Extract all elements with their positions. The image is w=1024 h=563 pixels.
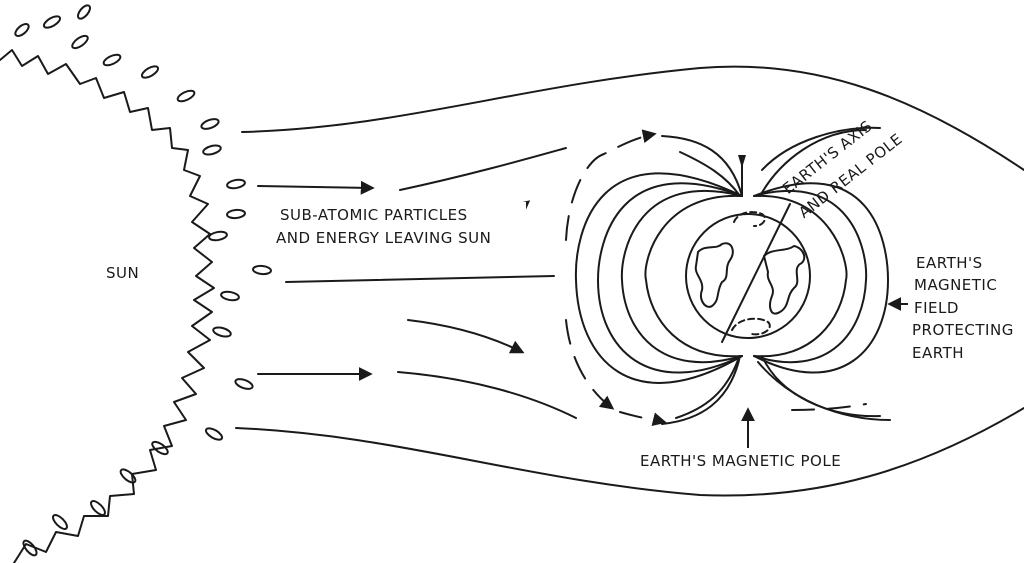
field-label-line1: EARTH'S [916,254,983,272]
particles-label-line2: AND ENERGY LEAVING SUN [276,229,492,247]
earth-continents-east [763,245,806,315]
earth-polar-cap-north [733,211,766,227]
tail-dashed-line [791,403,867,411]
field-label-line2: MAGNETIC [914,276,998,294]
solar-wind-stream-1 [399,147,567,191]
sun-label: SUN [106,264,140,282]
solar-wind-arrow-1 [257,180,375,195]
bow-shock-dashed-top [565,129,657,241]
earth-continents-west [694,242,734,308]
field-label-line4: PROTECTING [912,321,1014,339]
field-label-bg [908,250,1024,366]
sun-flame-drops [14,4,272,557]
sun-outline [0,49,215,563]
bow-shock-dashed-bottom [565,319,615,410]
magnetic-pole-label: EARTH'S MAGNETIC POLE [640,452,842,470]
solar-wind-stream-4 [397,371,577,419]
earth-globe [685,213,811,339]
solar-wind-arrow-3 [407,319,525,354]
magnetosphere-boundary-top [241,65,1024,171]
magnetosphere-boundary-bottom [235,407,1024,497]
particles-label-line1: SUB-ATOMIC PARTICLES [280,206,468,224]
field-label-line5: EARTH [912,344,965,362]
field-label-line3: FIELD [914,299,959,317]
bow-shock-dashed-bottom-2 [619,411,667,427]
particles-label-bg [276,202,526,250]
earth-axis [721,203,791,343]
solar-wind-stream-2 [285,275,555,283]
magnetic-pole-label-bg [636,448,868,474]
magnetic-field-loops [574,172,889,384]
earth-polar-cap-south [731,317,771,336]
